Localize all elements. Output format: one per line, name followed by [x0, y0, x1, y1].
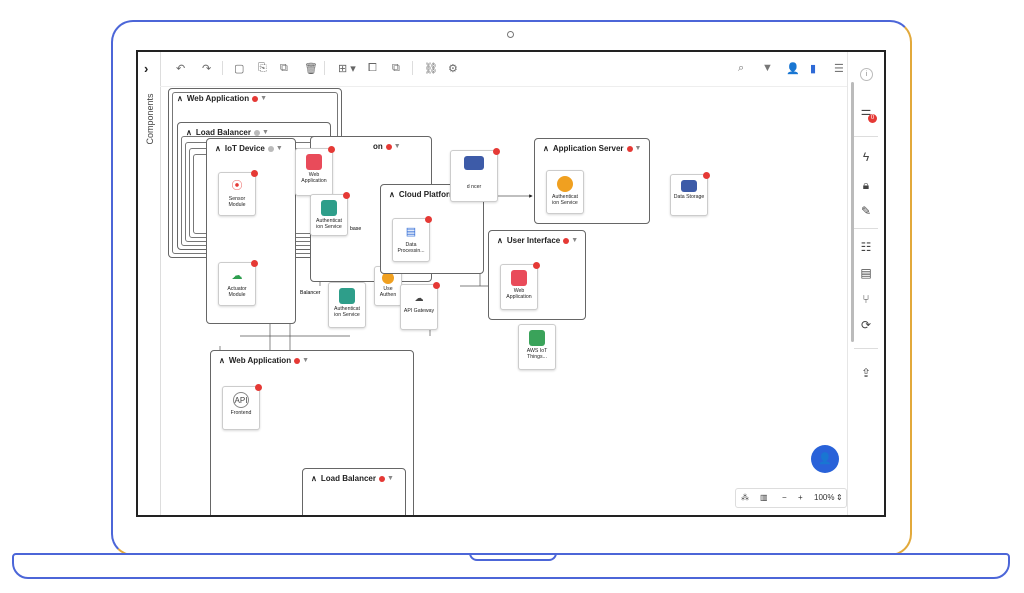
delete-icon[interactable]: 🗑	[304, 63, 318, 75]
duplicate-icon[interactable]: ⧉	[280, 62, 288, 74]
export-icon[interactable]: ⇪	[860, 366, 872, 380]
document-icon[interactable]: ▮	[810, 63, 817, 75]
search-icon[interactable]: ⌕	[738, 62, 745, 74]
zoom-stepper-icon[interactable]: ⇕	[836, 493, 843, 502]
api-icon: ☁	[414, 293, 424, 303]
aws-iot-icon	[529, 330, 545, 346]
laptop-base	[12, 553, 1010, 579]
toolbar: ↶ ↷ ▢ ⎘ ⧉ 🗑 ⊞ ▾ ⧠ ⧉ ⛓ ⚙ ⌕ ▼ 👤 ▮ ☰	[160, 52, 848, 87]
data-icon: ▤	[405, 226, 417, 238]
lock-icon[interactable]: 🔒︎	[862, 178, 870, 192]
link-icon[interactable]: ⛓	[424, 63, 438, 75]
node-api-gateway[interactable]: ☁ API Gateway	[400, 282, 440, 330]
camera-icon	[507, 31, 514, 38]
storage-icon	[681, 180, 697, 192]
checklist-icon[interactable]: ☷	[860, 240, 872, 254]
node-data-storage[interactable]: Data Storage	[670, 172, 710, 216]
sliders-icon[interactable]: ⚌	[860, 104, 872, 118]
zoom-in-button[interactable]: +	[798, 493, 803, 502]
users-icon[interactable]: 👤	[786, 63, 800, 75]
base-fragment-label: base	[350, 226, 362, 232]
api-icon: API	[233, 392, 249, 408]
node-data-processing[interactable]: ▤ Data Processin...	[392, 216, 432, 262]
node-sensor-module[interactable]: ⦿ Sensor Module	[218, 170, 258, 216]
auth-icon	[321, 200, 337, 216]
node-authentication-service-2[interactable]: Authenticat ion Service	[328, 282, 366, 328]
auth-icon	[339, 288, 355, 304]
redo-icon[interactable]: ↷	[202, 63, 212, 75]
user-icon	[382, 272, 394, 284]
lightning-icon[interactable]: ϟ	[862, 150, 870, 164]
vertical-scrollbar[interactable]	[851, 82, 854, 342]
zoom-out-button[interactable]: −	[782, 493, 787, 502]
notification-badge: 0	[868, 114, 877, 123]
settings-icon[interactable]: ⚙	[448, 63, 458, 75]
sync-icon[interactable]: ⟳	[860, 318, 872, 332]
node-authentication-service-3[interactable]: Authenticat ion Service	[546, 170, 584, 214]
diagram-canvas[interactable]: ∧Web Application▼ ∧Load Balancer▼ on▼ ∧I…	[160, 86, 850, 515]
copy-icon[interactable]: ▢	[234, 63, 245, 75]
list-icon[interactable]: ▤	[860, 266, 872, 280]
components-label: Components	[145, 93, 155, 145]
node-authentication-service-1[interactable]: Authenticat ion Service	[310, 192, 350, 236]
components-panel[interactable]: › Components	[138, 52, 161, 515]
undo-icon[interactable]: ↶	[176, 63, 186, 75]
node-web-application-1[interactable]: Web Application	[295, 146, 335, 196]
filter-icon[interactable]: ▼	[762, 62, 773, 74]
graph-icon[interactable]: ⁂	[741, 493, 749, 502]
map-icon[interactable]: ▥	[760, 493, 768, 502]
brush-icon[interactable]: ✎	[860, 204, 872, 218]
info-icon[interactable]: i	[860, 68, 873, 81]
node-aws-iot-things[interactable]: AWS IoT Things...	[518, 324, 556, 370]
zoom-level[interactable]: 100%	[814, 493, 835, 502]
paste-icon[interactable]: ⎘	[258, 62, 267, 74]
balancer-icon	[464, 156, 484, 170]
cloud-icon: ☁	[231, 270, 243, 282]
auth-icon	[557, 176, 573, 192]
node-web-application-2[interactable]: Web Application	[500, 262, 540, 310]
node-actuator-module[interactable]: ☁ Actuator Module	[218, 260, 258, 306]
web-app-icon	[511, 270, 527, 286]
ungroup-icon[interactable]: ⧉	[392, 62, 400, 74]
expand-panel-icon[interactable]: ›	[144, 61, 149, 76]
balancer-fragment-label: Balancer	[300, 290, 321, 296]
menu-icon[interactable]: ☰	[834, 63, 844, 75]
app-screen: › Components ↶ ↷ ▢ ⎘ ⧉ 🗑 ⊞ ▾ ⧠ ⧉ ⛓ ⚙ ⌕ ▼…	[136, 50, 886, 517]
node-load-balancer[interactable]: d ncer	[450, 148, 500, 202]
layout-icon[interactable]: ⊞ ▾	[338, 63, 356, 75]
branch-icon[interactable]: ⑂	[862, 292, 870, 306]
node-frontend[interactable]: API Frontend	[222, 384, 262, 430]
add-user-fab-button[interactable]: 👤	[811, 445, 839, 473]
web-app-icon	[306, 154, 322, 170]
sensor-icon: ⦿	[229, 178, 245, 194]
group-icon[interactable]: ⧠	[368, 62, 377, 74]
group-load-balancer-bottom[interactable]: ∧Load Balancer▼	[302, 468, 406, 515]
zoom-controls: ⁂ ▥ − + 100% ⇕	[735, 488, 847, 508]
